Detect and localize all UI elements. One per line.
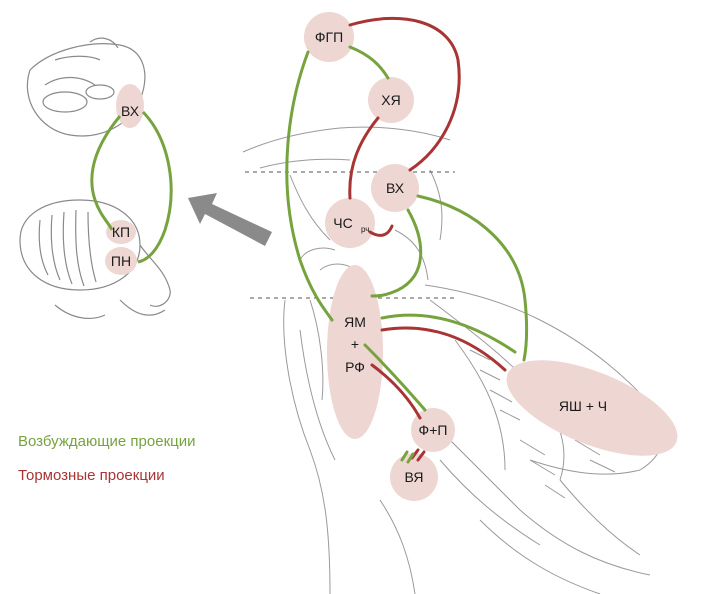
label-fgp: ФГП [315,29,343,45]
projection-arrow [188,193,272,246]
main-nodes [304,12,690,501]
inset-label-kp: КП [112,224,130,240]
label-vkh: ВХ [386,180,405,196]
label-plus: + [351,336,359,352]
label-rf: РФ [345,359,365,375]
label-vya: ВЯ [405,469,424,485]
inset-label-vkh: ВХ [121,103,140,119]
label-chs-sub: рч [361,225,369,234]
label-chs: ЧС [333,215,352,231]
label-yash-ch: ЯШ + Ч [559,398,607,414]
label-yam: ЯМ [344,314,366,330]
label-khya: ХЯ [381,92,400,108]
label-fp: Ф+П [419,422,448,438]
node-yam-rf [327,265,383,439]
legend-inhibitory: Тормозные проекции [18,467,165,484]
inset-sketch [20,38,170,318]
inset-label-pn: ПН [111,253,131,269]
brainstem-sketch [243,127,663,594]
legend-excitatory: Возбуждающие проекции [18,433,196,450]
